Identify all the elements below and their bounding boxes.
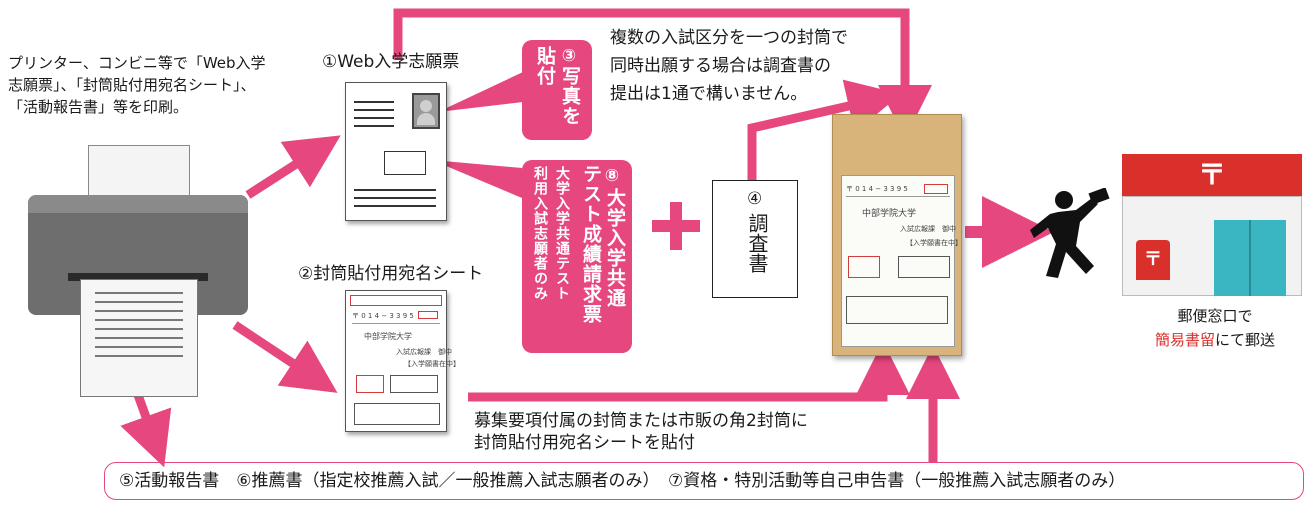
step3-photo-box: ③ 写真を 貼付 — [522, 40, 592, 140]
envelope-postal: 〒 0 1 4 − 3 3 9 5 — [846, 185, 908, 193]
bottom-items-box: ⑤活動報告書 ⑥推薦書（指定校推薦入試／一般推薦入試志願者のみ） ⑦資格・特別活… — [104, 462, 1304, 500]
step8-number: ⑧ — [602, 166, 622, 187]
step4-number: ④ — [747, 189, 763, 209]
envelope-icon: 〒 0 1 4 − 3 3 9 5 中部学院大学 入試広報課 御中 【入学願書在… — [832, 114, 962, 356]
arrow-step4-up — [747, 79, 902, 180]
sheet-dept: 入試広報課 御中 — [396, 348, 452, 356]
step4-text: 調査書 — [745, 213, 769, 273]
envelope-address-sheet: 〒 0 1 4 − 3 3 9 5 中部学院大学 入試広報課 御中 【入学願書在… — [841, 175, 962, 347]
step8-line3: 大学入学共通テスト — [554, 166, 570, 301]
sheet-postal: 〒 0 1 4 − 3 3 9 5 — [352, 312, 414, 320]
envelope-note-line: 封筒貼付用宛名シートを貼付 — [474, 433, 695, 453]
top-note-line: 複数の入試区分を一つの封筒で — [610, 28, 848, 48]
top-note: 複数の入試区分を一つの封筒で 同時出願する場合は調査書の 提出は1通で構いません… — [610, 24, 848, 108]
envelope-note-line: 募集要項付属の封筒または市販の角2封筒に — [474, 411, 808, 431]
printer-icon — [28, 145, 248, 397]
arrow-printer-to-doc2 — [232, 321, 338, 393]
envelope-kind: 【入学願書在中】 — [906, 239, 962, 247]
step8-line1: 大学入学共通 — [604, 188, 626, 308]
top-note-line: 提出は1通で構いません。 — [610, 84, 808, 104]
intro-line: 「活動報告書」等を印刷。 — [8, 98, 189, 116]
post-office-icon: 〒 〒 — [1122, 154, 1302, 296]
step8-line4: 利用入試志願者のみ — [532, 166, 548, 301]
envelope-dept: 入試広報課 御中 — [900, 225, 956, 233]
arrow-doc2-to-envelope — [468, 341, 910, 402]
photo-placeholder-icon — [412, 93, 440, 129]
step8-score-request-box: ⑧ 大学入学共通 テスト成績請求票 大学入学共通テスト 利用入試志願者のみ — [522, 160, 632, 353]
running-person-icon — [1028, 188, 1118, 284]
plus-icon — [652, 202, 700, 250]
step4-school-report-doc: ④ 調査書 — [712, 180, 798, 298]
sheet-univ: 中部学院大学 — [364, 332, 412, 341]
arrow-top-loop — [393, 8, 932, 139]
bottom-items-text: ⑤活動報告書 ⑥推薦書（指定校推薦入試／一般推薦入試志願者のみ） ⑦資格・特別活… — [119, 471, 1126, 491]
post-line1: 郵便窓口で — [1177, 307, 1253, 325]
post-symbol-icon: 〒 — [1197, 158, 1226, 191]
pointer-step3 — [438, 72, 523, 112]
intro-line: 志願票」、「封筒貼付用宛名シート」、 — [8, 76, 256, 94]
post-caption: 郵便窓口で 簡易書留にて郵送 — [1140, 304, 1290, 352]
envelope-note: 募集要項付属の封筒または市販の角2封筒に 封筒貼付用宛名シートを貼付 — [474, 410, 808, 454]
address-sheet-doc: 〒 0 1 4 − 3 3 9 5 中部学院大学 入試広報課 御中 【入学願書在… — [345, 290, 460, 432]
arrow-printer-to-bottom — [120, 393, 172, 468]
sheet-kind: 【入学願書在中】 — [404, 360, 460, 368]
application-form-doc — [345, 82, 447, 221]
arrow-printer-to-doc1 — [245, 135, 341, 199]
post-rest: にて郵送 — [1215, 331, 1276, 349]
post-box-icon: 〒 — [1136, 240, 1170, 280]
step3-line1: 写真を — [559, 66, 581, 126]
envelope-univ: 中部学院大学 — [862, 209, 917, 219]
step8-line2: テスト成績請求票 — [580, 164, 602, 324]
pointer-step8 — [432, 160, 522, 198]
intro-text: プリンター、コンビニ等で「Web入学 志願票」、「封筒貼付用宛名シート」、 「活… — [8, 52, 266, 118]
step3-number: ③ — [559, 46, 579, 67]
step3-line2: 貼付 — [534, 46, 556, 86]
post-highlight: 簡易書留 — [1154, 331, 1215, 349]
top-note-line: 同時出願する場合は調査書の — [610, 56, 831, 76]
doc2-label: ②封筒貼付用宛名シート — [298, 264, 484, 284]
intro-line: プリンター、コンビニ等で「Web入学 — [8, 54, 266, 72]
doc1-label: ①Web入学志願票 — [322, 52, 460, 72]
